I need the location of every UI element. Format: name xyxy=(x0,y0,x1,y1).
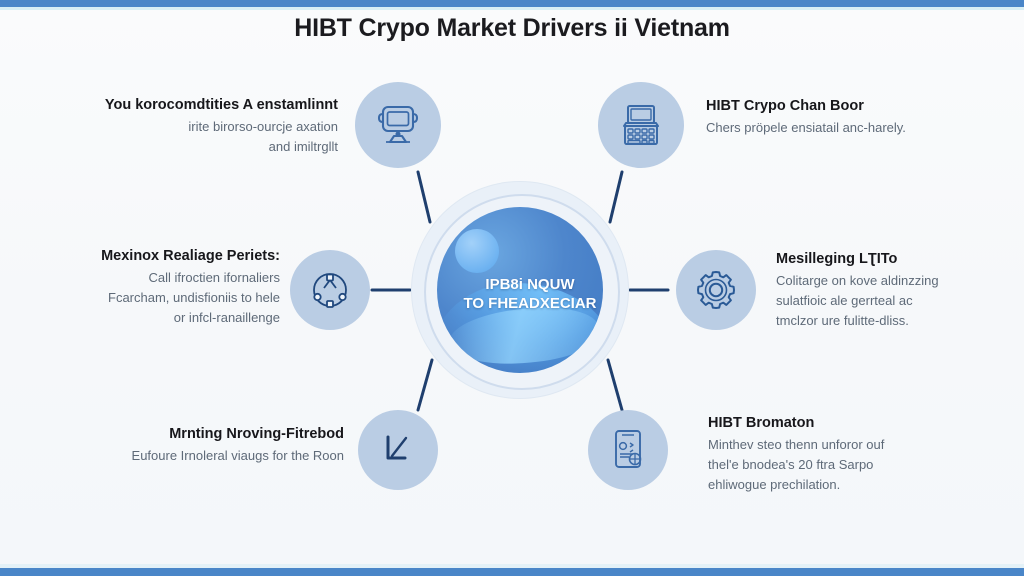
body-middle-left: Call ifroctien ifornaliers Fcarcham, und… xyxy=(108,270,280,325)
body-top-left: irite birorso-ourcje axation and imiltrg… xyxy=(188,119,338,154)
body-bottom-right: Minthev steo thenn unforor ouf thel'e bn… xyxy=(708,437,885,492)
top-accent-bar xyxy=(0,0,1024,10)
heading-bottom-right: HIBT Bromaton xyxy=(708,415,815,431)
arrow-down-left-icon xyxy=(375,427,421,473)
heading-top-left: You korocomdtities A enstamlinnt xyxy=(104,97,338,113)
hub-bubble-decoration xyxy=(455,229,499,273)
hub-core: IPB8i NQUW TO FHEADXECIAR xyxy=(437,207,603,373)
text-block-middle-right: Mesilleging LƮITo Colitarge on kove aldi… xyxy=(776,250,1006,331)
hub-label: IPB8i NQUW TO FHEADXECIAR xyxy=(455,275,603,313)
spoke-bottom-left xyxy=(416,358,434,412)
node-top-left[interactable] xyxy=(355,82,441,168)
monitor-icon xyxy=(372,101,424,149)
heading-middle-right: Mesilleging LƮITo xyxy=(776,251,898,267)
heading-middle-left: Mexinox Realiage Periets: xyxy=(101,248,280,264)
mobile-document-icon xyxy=(604,426,652,474)
network-nodes-icon xyxy=(307,267,353,313)
gear-icon xyxy=(692,266,740,314)
node-middle-right[interactable] xyxy=(676,250,756,330)
spoke-top-left xyxy=(416,170,432,224)
text-block-bottom-left: Mrnting Nroving-Fitrebod Eufoure Irnoler… xyxy=(58,425,344,466)
heading-bottom-left: Mrnting Nroving-Fitrebod xyxy=(169,426,344,442)
hub-label-line2: TO FHEADXECIAR xyxy=(463,295,597,312)
calculator-icon xyxy=(616,100,666,150)
spoke-bottom-right xyxy=(606,358,624,412)
bottom-accent-bar xyxy=(0,564,1024,576)
spoke-top-right xyxy=(608,170,624,224)
text-block-top-left: You korocomdtities A enstamlinnt irite b… xyxy=(58,96,338,157)
page-title: HIBT Crypo Market Drivers ii Vietnam xyxy=(294,14,730,42)
text-block-bottom-right: HIBT Bromaton Minthev steo thenn unforor… xyxy=(708,414,956,495)
body-top-right: Chers pröpele ensiatail anc-harely. xyxy=(706,120,906,135)
text-block-top-right: HIBT Crypo Chan Boor Chers pröpele ensia… xyxy=(706,97,984,138)
node-middle-left[interactable] xyxy=(290,250,370,330)
hub-label-line1: IPB8i NQUW xyxy=(485,276,575,293)
body-bottom-left: Eufoure Irnoleral viaugs for the Roon xyxy=(131,448,344,463)
text-block-middle-left: Mexinox Realiage Periets: Call ifroctien… xyxy=(48,247,280,328)
heading-top-right: HIBT Crypo Chan Boor xyxy=(706,98,864,114)
body-middle-right: Colitarge on kove aldinzzing sulatfioic … xyxy=(776,273,939,328)
node-bottom-left[interactable] xyxy=(358,410,438,490)
node-top-right[interactable] xyxy=(598,82,684,168)
node-bottom-right[interactable] xyxy=(588,410,668,490)
